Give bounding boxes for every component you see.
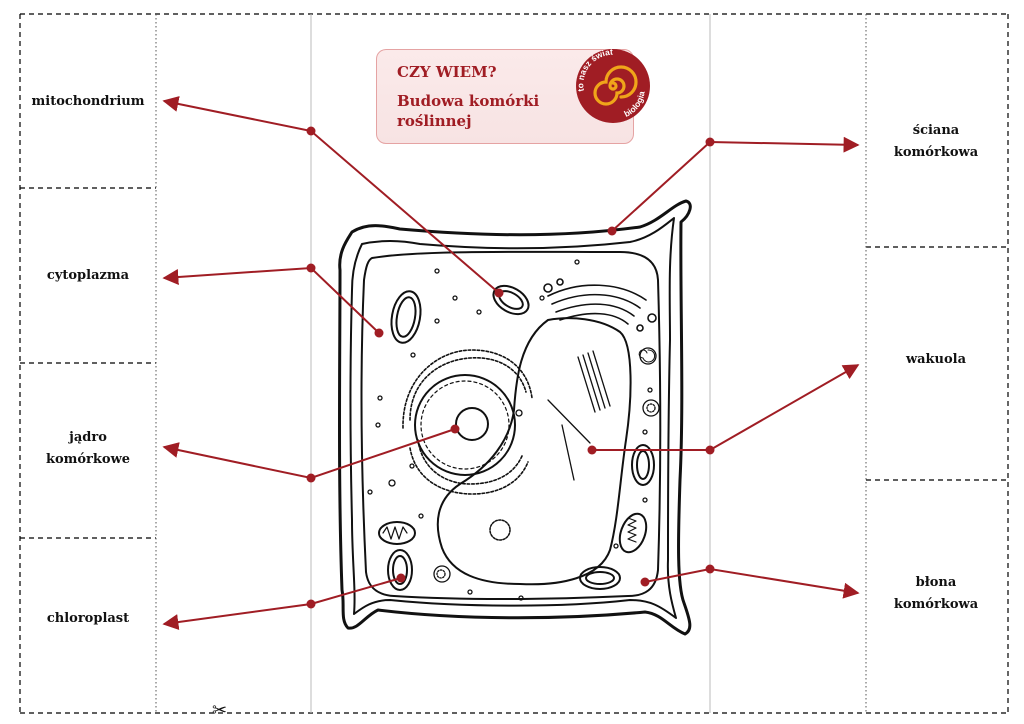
label-blona-komorkowa: błona komórkowa — [893, 575, 979, 612]
label-jadro-komorkowe: jądro komórkowe — [45, 430, 131, 467]
arrow-cytoplazma — [162, 266, 380, 334]
plant-cell — [338, 199, 692, 636]
cell-wall-outer — [338, 199, 692, 636]
label-wakuola: wakuola — [905, 352, 967, 367]
endoplasmic-reticulum — [402, 349, 533, 495]
arrow-blona — [644, 567, 860, 599]
mitochondria — [378, 284, 648, 554]
info-box-title: Budowa komórki roślinnej — [397, 92, 540, 130]
label-chloroplast: chloroplast — [46, 611, 130, 626]
small-organelles — [367, 259, 660, 601]
arrow-dots — [306, 126, 715, 609]
arrow-wakuola — [592, 364, 860, 451]
cell-membrane — [360, 250, 662, 600]
scissors-icon: ✂ — [212, 700, 228, 721]
cell-wall-inner — [349, 217, 677, 619]
chloroplasts — [387, 290, 655, 591]
biologia-logo: to nasz świat biologia — [575, 47, 650, 123]
label-cytoplazma: cytoplazma — [46, 268, 130, 283]
cut-lines — [19, 13, 1009, 714]
arrow-sciana — [611, 136, 860, 232]
spiral-icon — [593, 65, 638, 106]
label-sciana-komorkowa: ściana komórkowa — [893, 123, 979, 160]
vacuole-crystals — [547, 350, 611, 481]
label-arrows — [162, 96, 860, 630]
golgi-apparatus — [543, 278, 657, 332]
nucleus — [414, 374, 516, 476]
vacuole — [436, 317, 632, 586]
info-box-question: CZY WIEM? — [397, 63, 497, 81]
vacuole-granule — [489, 519, 511, 541]
label-mitochondrium: mitochondrium — [31, 94, 145, 109]
